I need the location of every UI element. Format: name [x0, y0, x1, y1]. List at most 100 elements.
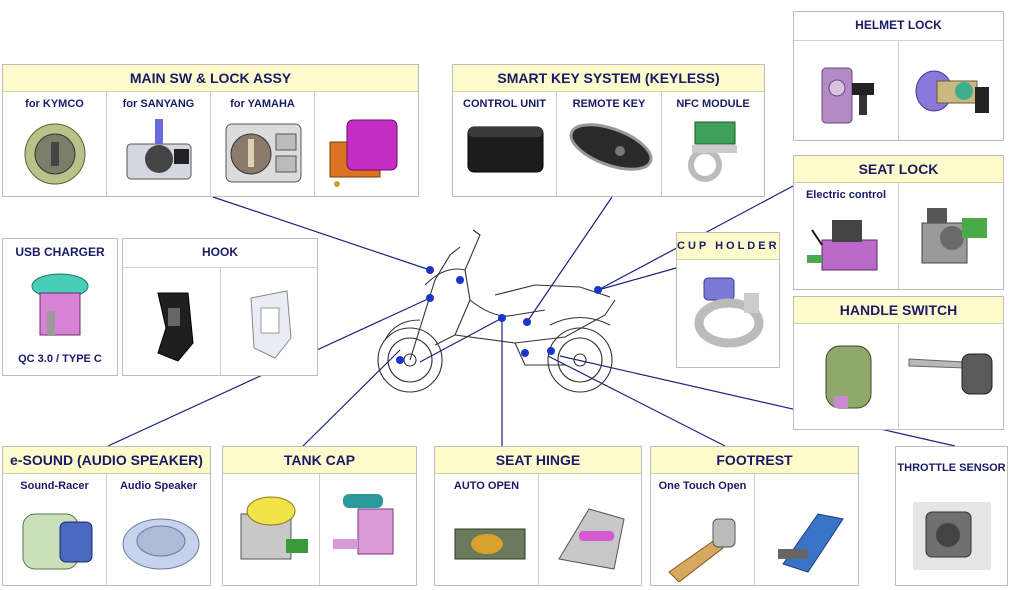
electric-seat-lock-image	[807, 220, 878, 271]
seat-lock-panel: SEAT LOCK Electric control	[793, 155, 1004, 290]
footrest-label-one-touch: One Touch Open	[658, 480, 747, 492]
handle-switch-green-image	[825, 345, 872, 409]
nfc-module-image	[688, 121, 737, 182]
footrest-cell-one-touch: One Touch Open	[651, 474, 755, 585]
main-sw-title: MAIN SW & LOCK ASSY	[3, 65, 418, 92]
usb-charger-image	[31, 273, 89, 336]
leader-smart-key	[526, 196, 613, 323]
tank-cap-title: TANK CAP	[223, 447, 416, 474]
handle-switch-panel: HANDLE SWITCH	[793, 296, 1004, 430]
seat-hinge-cell-auto: AUTO OPEN	[435, 474, 539, 585]
usb-charger-panel: USB CHARGER QC 3.0 / TYPE C	[2, 238, 118, 376]
smart-key-cell-nfc: NFC MODULE	[662, 92, 764, 196]
helmet-lock-panel: HELMET LOCK	[793, 11, 1004, 141]
e-sound-cell-speaker: Audio Speaker	[107, 474, 210, 585]
helmet-lock-image-1	[821, 67, 874, 124]
handle-switch-title: HANDLE SWITCH	[794, 297, 1003, 324]
one-touch-footrest-image	[668, 518, 736, 582]
main-sw-panel: MAIN SW & LOCK ASSY for KYMCO for SANYAN…	[2, 64, 419, 197]
seat-hinge-cell-2	[539, 474, 641, 585]
main-sw-cell-yamaha: for YAMAHA	[211, 92, 315, 196]
tank-cap-panel: TANK CAP	[222, 446, 417, 586]
remote-key-image	[569, 123, 653, 171]
leader-throttle	[559, 355, 956, 447]
handle-switch-cell-1	[794, 324, 899, 429]
tank-cap-cell-1	[223, 474, 320, 585]
helmet-lock-image-2	[915, 70, 989, 113]
seat-lock-cell-electric: Electric control	[794, 183, 899, 289]
marker-tank-cap	[396, 356, 404, 364]
e-sound-panel: e-SOUND (AUDIO SPEAKER) Sound-Racer Audi…	[2, 446, 211, 586]
kymco-lock-image	[24, 123, 86, 185]
smart-key-cell-control: CONTROL UNIT	[453, 92, 557, 196]
cup-holder-image	[694, 277, 764, 348]
throttle-sensor-image	[913, 502, 991, 570]
hook-black-image	[157, 292, 194, 362]
yamaha-lock-image	[225, 123, 302, 183]
smart-key-label-remote: REMOTE KEY	[572, 98, 646, 110]
throttle-sensor-title: THROTTLE SENSOR	[896, 455, 1007, 481]
hook-cell-1	[123, 267, 221, 375]
e-sound-label-racer: Sound-Racer	[20, 480, 89, 492]
seat-lock-label-electric: Electric control	[805, 189, 887, 201]
marker-smart-key	[523, 318, 531, 326]
marker-speaker	[426, 294, 434, 302]
marker-handle	[456, 276, 464, 284]
tank-cap-pink-image	[333, 494, 394, 555]
audio-speaker-image	[122, 518, 200, 570]
marker-throttle	[547, 347, 555, 355]
footrest-cell-2	[755, 474, 858, 585]
cup-holder-title: CUP HOLDER	[677, 233, 779, 260]
sound-racer-image	[22, 513, 93, 570]
marker-main-sw	[426, 266, 434, 274]
tank-cap-yellow-image	[240, 496, 308, 560]
main-sw-cell-4	[315, 92, 418, 196]
main-sw-label-sanyang: for SANYANG	[122, 98, 195, 110]
sanyang-lock-image	[126, 119, 192, 180]
hook-title: HOOK	[123, 239, 317, 265]
handle-lever-image	[908, 353, 993, 395]
handle-switch-cell-2	[899, 324, 1003, 429]
leader-tank-cap	[302, 349, 401, 447]
smart-key-label-control: CONTROL UNIT	[463, 98, 546, 110]
hook-cell-2	[221, 267, 317, 375]
hook-panel: HOOK	[122, 238, 318, 376]
usb-charger-title: USB CHARGER	[3, 239, 117, 265]
hook-silver-image	[250, 290, 292, 359]
scooter-illustration	[377, 229, 616, 393]
smart-key-title: SMART KEY SYSTEM (KEYLESS)	[453, 65, 764, 92]
control-unit-image	[467, 126, 544, 173]
marker-footrest	[521, 349, 529, 357]
marker-seat-lock	[594, 286, 602, 294]
e-sound-label-speaker: Audio Speaker	[119, 480, 198, 492]
leader-hook	[419, 317, 503, 363]
cup-holder-panel: CUP HOLDER	[676, 232, 780, 368]
seat-lock-title: SEAT LOCK	[794, 156, 1003, 183]
helmet-lock-cell-2	[899, 40, 1003, 140]
main-sw-label-yamaha: for YAMAHA	[230, 98, 295, 110]
footrest-title: FOOTREST	[651, 447, 858, 474]
smart-key-cell-remote: REMOTE KEY	[557, 92, 662, 196]
auto-open-hinge-image	[454, 528, 526, 560]
usb-charger-note: QC 3.0 / TYPE C	[18, 353, 102, 365]
tank-cap-cell-2	[320, 474, 416, 585]
helmet-lock-title: HELMET LOCK	[794, 12, 1003, 38]
leader-cup-holder	[597, 267, 677, 291]
seat-lock-cell-2	[899, 183, 1003, 289]
leader-footrest	[547, 355, 726, 447]
marker-hinge	[498, 314, 506, 322]
seat-hinge-image-2	[558, 508, 625, 570]
smart-key-panel: SMART KEY SYSTEM (KEYLESS) CONTROL UNIT …	[452, 64, 765, 197]
seat-hinge-panel: SEAT HINGE AUTO OPEN	[434, 446, 642, 586]
footrest-blue-image	[778, 513, 844, 573]
smart-lock-image	[329, 119, 398, 187]
helmet-lock-cell-1	[794, 40, 899, 140]
main-sw-label-kymco: for KYMCO	[25, 98, 84, 110]
seat-lock-image-2	[921, 208, 987, 264]
footrest-panel: FOOTREST One Touch Open	[650, 446, 859, 586]
leader-main-sw	[212, 196, 431, 271]
main-sw-cell-kymco: for KYMCO	[3, 92, 107, 196]
e-sound-cell-racer: Sound-Racer	[3, 474, 107, 585]
smart-key-label-nfc: NFC MODULE	[676, 98, 750, 110]
seat-hinge-label-auto: AUTO OPEN	[453, 480, 520, 492]
